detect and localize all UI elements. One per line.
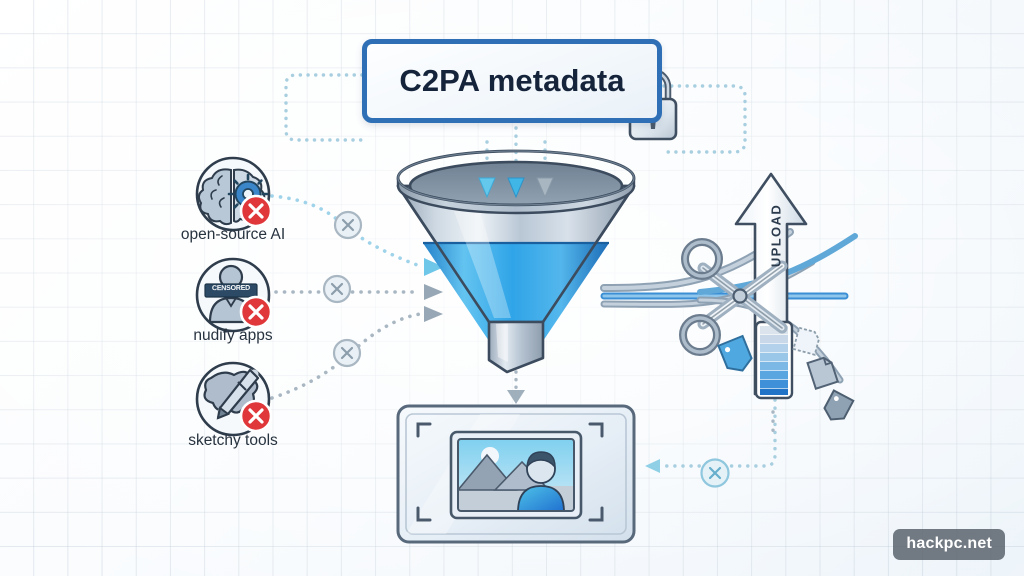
frame-corner-brackets [416,422,604,522]
brain-icon [197,168,232,226]
x-glyph [248,304,264,320]
photo-person-hair [526,451,556,470]
funnel-spout-highlight [496,324,508,362]
connector-banner-right [661,84,747,154]
funnel-inflow-arrow-2 [507,177,525,199]
source-label-sketchy-tools: sketchy tools [188,432,278,449]
blocked-marker-3 [332,338,362,368]
source-label-nudify-apps: nudify apps [193,327,273,344]
banner-c2pa-metadata: C2PA metadata [362,39,662,123]
source-icon-open-source-ai[interactable] [195,156,273,232]
funnel-liquid [423,243,609,341]
brush-tip-icon [216,406,231,420]
blocked-marker-4 [700,458,730,488]
person-collar [225,297,237,308]
brush-ferrule-icon [237,381,247,391]
metadata-strip-cutter [600,172,858,438]
upload-progress-bar[interactable] [754,320,794,400]
blocked-marker-1 [333,210,363,240]
arrowhead-source-1 [424,258,444,276]
blocked-marker-2 [322,274,352,304]
photo-mountain-back [458,453,518,491]
x-glyph [248,408,264,424]
source-icon-nudify-apps[interactable] [195,257,273,333]
scissors-icon [679,238,788,356]
funnel-highlight [446,190,511,318]
tag-fragment [823,389,855,421]
connector-upload-return [658,398,777,468]
source-label-open-source-ai: open-source AI [180,226,286,243]
frame-inner-bevel [405,413,627,535]
connector-source-1 [270,194,422,268]
censor-bar [204,283,258,298]
site-watermark: hackpc.net [893,529,1005,560]
arrowhead-source-3 [424,306,443,322]
arrowhead-funnel-output [507,390,525,404]
arrowhead-source-2 [424,284,443,300]
funnel-rim-lip [397,150,635,206]
banner-inner: C2PA metadata [367,44,657,118]
page-title: C2PA metadata [399,63,625,98]
stripped-fragments [717,326,855,438]
funnel-spout [487,320,545,374]
photo-person-body [517,485,565,511]
x-glyph [248,203,264,219]
tag-fragment [717,334,753,372]
funnel-inflow-arrow-3 [536,177,554,199]
file-fragment [806,356,839,390]
arrowhead-upload-return [645,459,660,473]
verified-image-frame[interactable] [396,404,636,544]
upload-label: UPLOAD [768,203,784,268]
metadata-funnel [396,149,636,374]
funnel-inflow-arrow-1 [478,177,496,199]
brain-folds [210,175,232,223]
censor-bar-label: CENSORED [211,284,251,293]
source-icon-sketchy-tools[interactable] [195,361,273,437]
photo-inner-border [457,438,575,512]
file-fragment [792,326,820,356]
connector-banner-left [284,73,364,142]
